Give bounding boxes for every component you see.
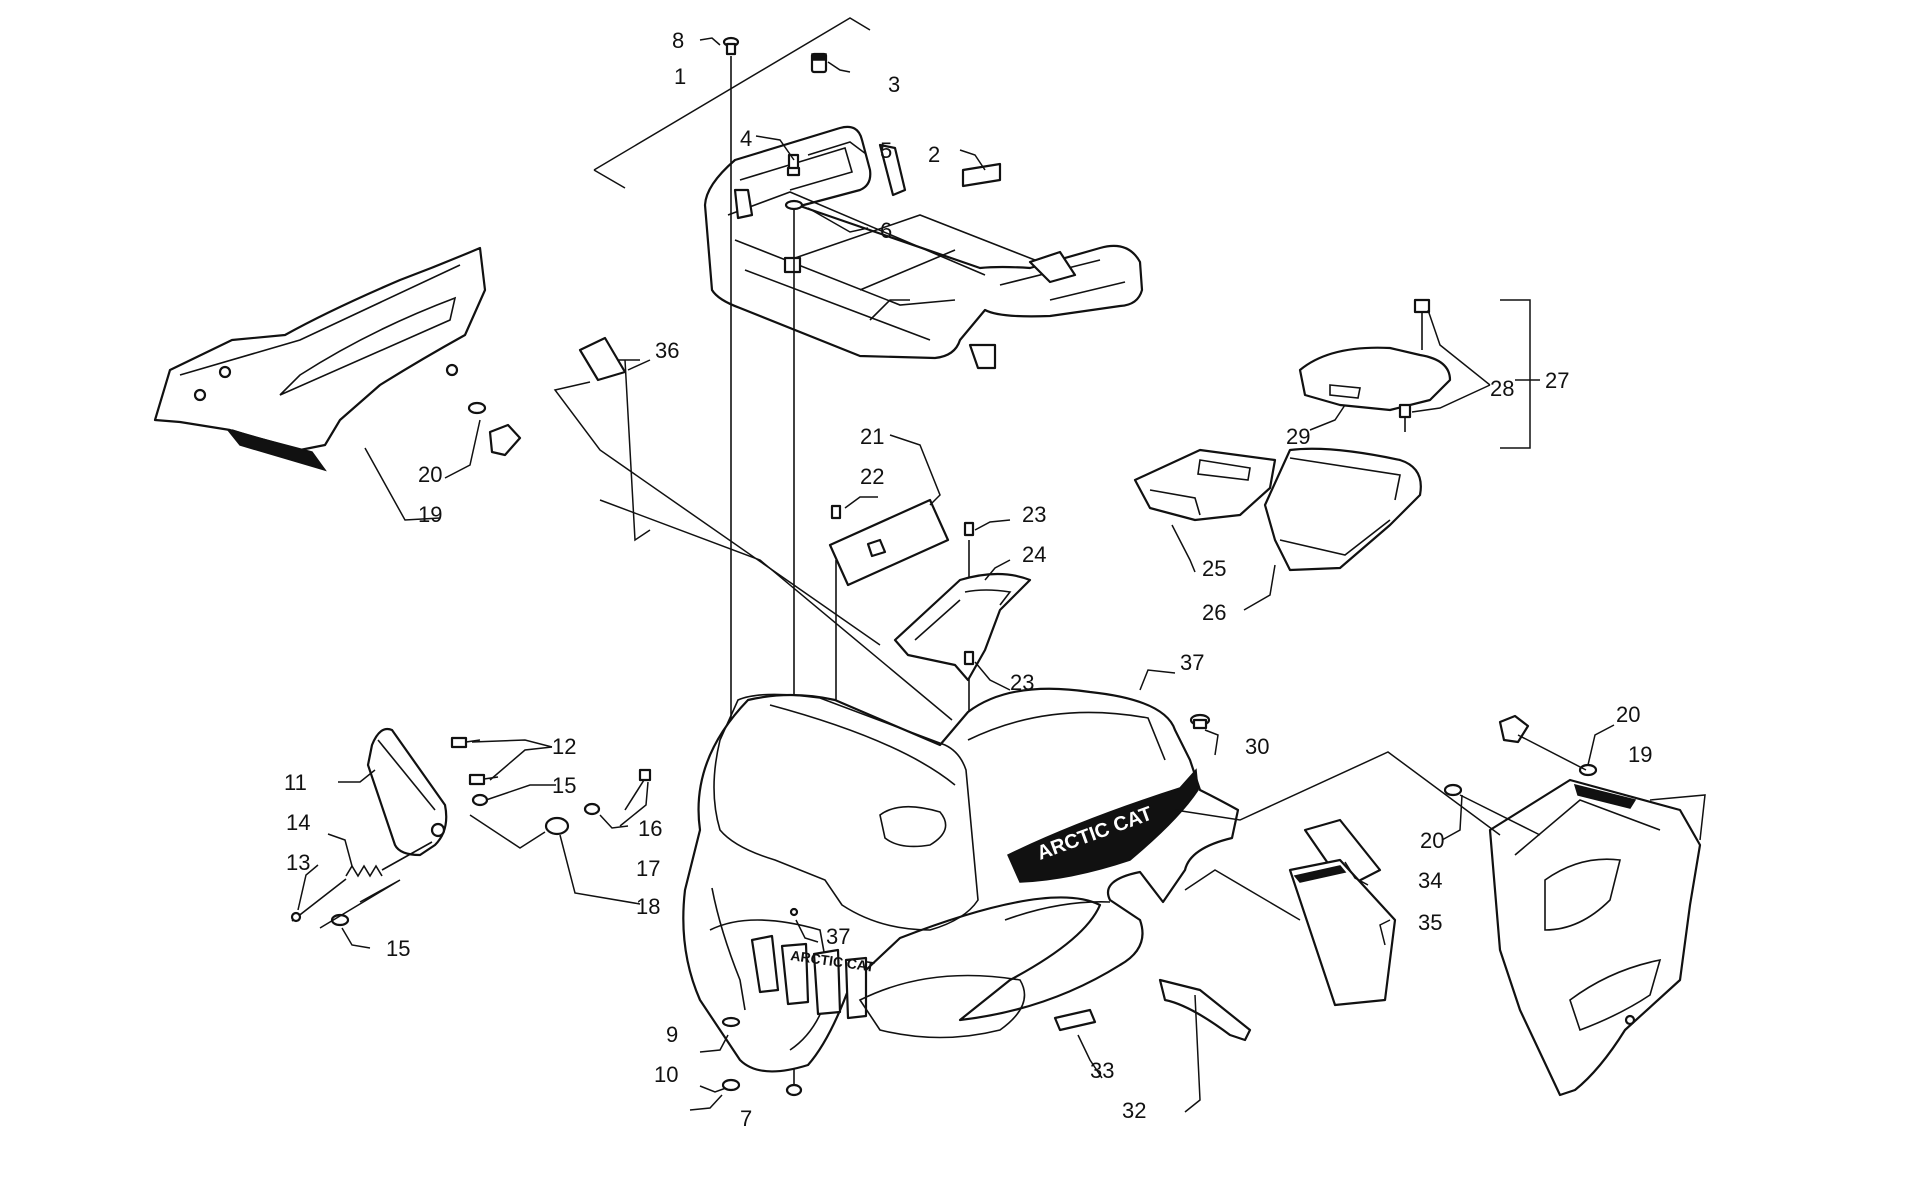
- callout-19-right: 19: [1628, 742, 1652, 767]
- callout-8: 8: [672, 28, 684, 53]
- front-grill: [750, 934, 868, 1020]
- callout-6: 6: [880, 218, 892, 243]
- side-reflector: [1053, 1008, 1097, 1032]
- callout-21: 21: [860, 424, 884, 449]
- callout-24: 24: [1022, 542, 1046, 567]
- rack-bumper: [810, 52, 828, 74]
- right-side-panel: [1488, 778, 1702, 1097]
- callout-27: 27: [1545, 368, 1569, 393]
- callout-15-bottom: 15: [386, 936, 410, 961]
- callout-10: 10: [654, 1062, 678, 1087]
- left-side-panel: [153, 246, 487, 472]
- callout-26: 26: [1202, 600, 1226, 625]
- storage-panel-21: [828, 498, 950, 587]
- leader-lines: [297, 37, 1706, 1113]
- headlight-assembly: [290, 727, 652, 929]
- callout-34: 35: [1418, 910, 1442, 935]
- decals: [578, 336, 1397, 1007]
- rack-plug: [961, 162, 1002, 188]
- callout-32: 33: [1090, 1058, 1114, 1083]
- callout-20-right: 20: [1420, 828, 1444, 853]
- callout-4: 4: [740, 126, 752, 151]
- callout-2: 2: [928, 142, 940, 167]
- storage-lid-29: [1298, 346, 1452, 412]
- callout-1: 1: [674, 64, 686, 89]
- callout-28: 28: [1490, 376, 1514, 401]
- callout-35: 36: [655, 338, 679, 363]
- callout-25: 25: [1202, 556, 1226, 581]
- callout-3: 3: [888, 72, 900, 97]
- callout-37: 37: [1180, 650, 1204, 675]
- callout-30: 30: [1245, 734, 1269, 759]
- callout-14: 14: [286, 810, 310, 835]
- callout-20-right-top: 20: [1616, 702, 1640, 727]
- callout-19-left: 19: [418, 502, 442, 527]
- front-fender-body: ARCTIC CAT ARCTIC CAT: [682, 687, 1252, 1073]
- callout-15-top: 15: [552, 773, 576, 798]
- callout-labels: 8 1 3 4 5 2 6 36 20 19 21 22 23 24 23 25…: [284, 28, 1652, 1131]
- callout-5: 5: [880, 138, 892, 163]
- latch-28: [1398, 298, 1431, 432]
- bolts-7-9-10-30-36: [721, 713, 1211, 1097]
- callout-22: 22: [860, 464, 884, 489]
- front-rack: [593, 17, 1144, 370]
- callout-20-left: 20: [418, 462, 442, 487]
- callout-36: 37: [826, 924, 850, 949]
- callout-12: 12: [552, 734, 576, 759]
- storage-tray-25: [1133, 448, 1277, 522]
- callout-17: 17: [636, 856, 660, 881]
- fasteners-22-23: [830, 504, 975, 666]
- callout-9: 9: [666, 1022, 678, 1047]
- bracket-27: [1500, 299, 1531, 449]
- reference-lines: [553, 381, 1587, 921]
- rack-fasteners: [722, 36, 804, 211]
- callout-23-bottom: 23: [1010, 670, 1034, 695]
- callout-16: 16: [638, 816, 662, 841]
- left-push-rivet-20: [467, 401, 522, 457]
- callout-7: 7: [740, 1106, 752, 1131]
- callout-11: 11: [284, 770, 307, 795]
- callout-29: 29: [1286, 424, 1310, 449]
- callout-18: 18: [636, 894, 660, 919]
- storage-bracket-24: [893, 572, 1032, 682]
- callout-13: 13: [286, 850, 310, 875]
- storage-box-26: [1263, 447, 1422, 572]
- callout-31: 32: [1122, 1098, 1146, 1123]
- callout-33: 34: [1418, 868, 1442, 893]
- callout-23-top: 23: [1022, 502, 1046, 527]
